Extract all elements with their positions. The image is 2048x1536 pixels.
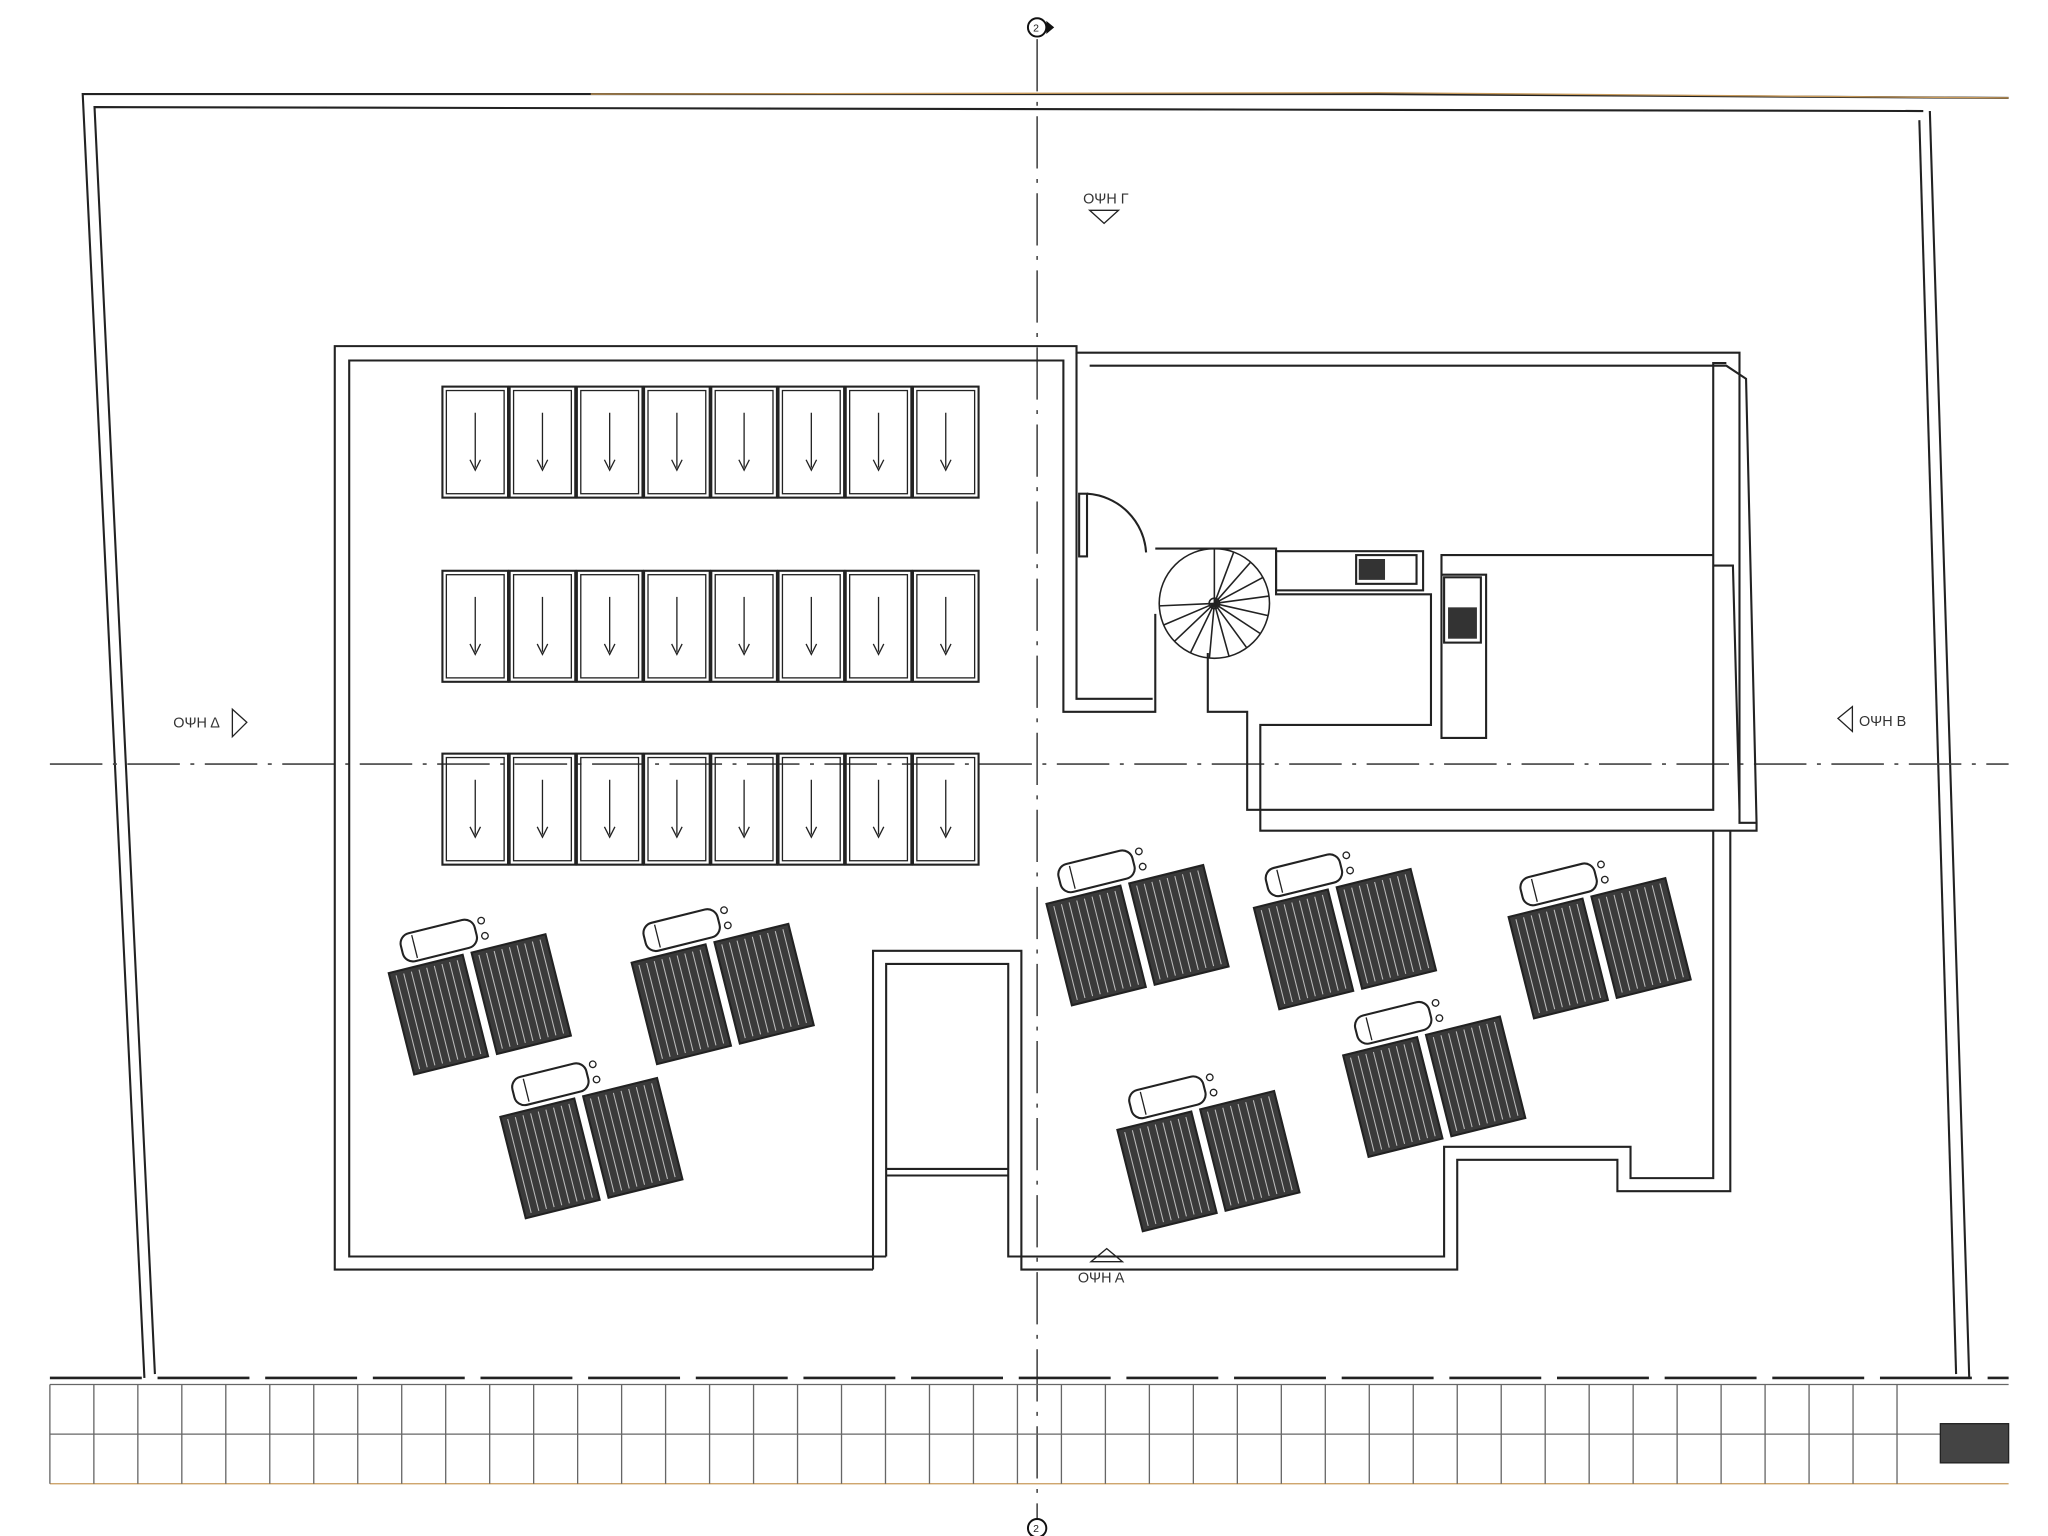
solar-water-heater (1252, 851, 1438, 1011)
elevation-marker-south: ΟΨΗ Α (1078, 1247, 1125, 1287)
solar-water-heater (1116, 1073, 1301, 1233)
pv-panel (441, 569, 510, 683)
svg-text:2: 2 (1033, 23, 1039, 34)
pv-panel (710, 569, 778, 683)
grid-bubble-top: 2 (1026, 17, 1055, 38)
pv-panel (643, 569, 711, 683)
solar-water-heater (1045, 847, 1230, 1007)
pv-panel (844, 385, 913, 499)
grid-axes (49, 39, 2009, 1522)
pv-panel (575, 569, 644, 683)
elevation-marker-west: ΟΨΗ Δ (173, 707, 248, 739)
svg-text:ΟΨΗ Α: ΟΨΗ Α (1078, 1271, 1125, 1287)
pv-panel (777, 569, 846, 683)
solar-water-heaters (387, 847, 1692, 1233)
pv-panel (643, 385, 711, 499)
pv-panel (777, 385, 846, 499)
pv-panel (441, 752, 510, 866)
pv-panel (844, 752, 913, 866)
svg-text:ΟΨΗ Γ: ΟΨΗ Γ (1083, 192, 1129, 208)
solar-water-heater (1341, 998, 1527, 1159)
svg-text:ΟΨΗ Δ: ΟΨΗ Δ (173, 716, 220, 732)
pv-panel (643, 752, 711, 866)
svg-text:ΟΨΗ Β: ΟΨΗ Β (1859, 714, 1906, 730)
spiral-staircase (1158, 547, 1271, 660)
pv-panel (911, 752, 980, 866)
grid-bubble-bottom: 2 (1026, 1518, 1048, 1536)
plot-boundary (81, 92, 2009, 1379)
roof-door (1078, 492, 1148, 558)
pv-panel (844, 569, 913, 683)
pv-panel (575, 385, 644, 499)
pv-panel (710, 752, 778, 866)
pv-panel (575, 752, 644, 866)
sidewalk-paving (49, 1376, 2010, 1485)
pv-panel (508, 752, 577, 866)
pv-panel (441, 385, 510, 499)
pv-panel (777, 752, 846, 866)
elevation-marker-east: ΟΨΗ Β (1836, 705, 1906, 733)
elevation-marker-north: ΟΨΗ Γ (1083, 192, 1129, 225)
building-outline (333, 345, 1758, 1271)
pv-panel (508, 569, 577, 683)
pv-panel (911, 385, 980, 499)
pv-panel (911, 569, 980, 683)
solar-water-heater (387, 916, 573, 1076)
svg-text:2: 2 (1033, 1524, 1039, 1535)
pv-panel-array (441, 385, 980, 866)
appliance (1448, 607, 1477, 639)
sink (1358, 559, 1386, 580)
pv-panel (508, 385, 577, 499)
solar-water-heater (1507, 860, 1692, 1020)
solar-water-heater (630, 906, 816, 1066)
pv-panel (710, 385, 778, 499)
solar-water-heater (499, 1060, 684, 1220)
